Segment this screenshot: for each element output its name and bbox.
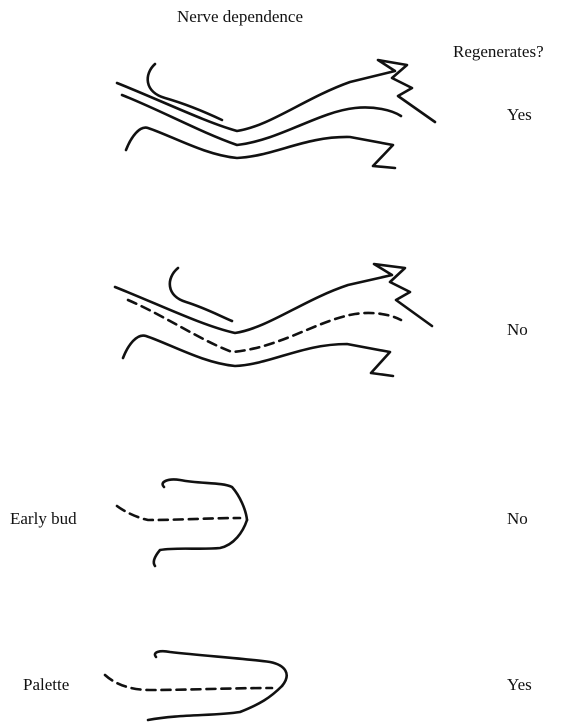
regenerates-answer: No: [507, 510, 528, 527]
palette-upper-outline: [155, 651, 287, 686]
nerve-denervated: [105, 675, 272, 690]
regenerates-answer: Yes: [507, 106, 532, 123]
regenerates-answer: No: [507, 321, 528, 338]
row-label-palette: Palette: [23, 676, 69, 693]
regenerates-answer: Yes: [507, 676, 532, 693]
row-label-early-bud: Early bud: [10, 510, 77, 527]
